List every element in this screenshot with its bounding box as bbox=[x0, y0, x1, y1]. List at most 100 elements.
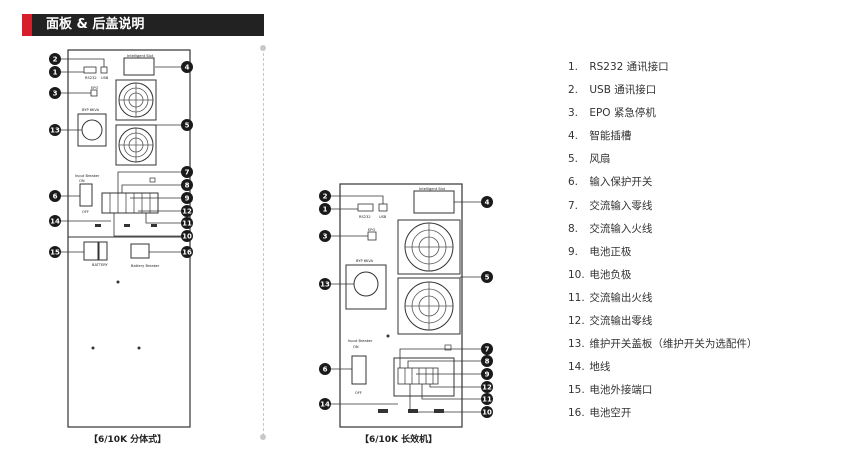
svg-text:16: 16 bbox=[182, 249, 192, 257]
left-breaker-label: Input Breaker bbox=[75, 174, 100, 178]
left-marker-5 bbox=[181, 119, 193, 131]
svg-text:9: 9 bbox=[485, 371, 490, 379]
right-bypass-label: BYP 6KVA bbox=[356, 259, 374, 263]
svg-text:2: 2 bbox=[53, 56, 58, 64]
right-maintenance-cover bbox=[345, 264, 387, 310]
section-title-bar: 面板 & 后盖说明 bbox=[22, 14, 264, 36]
right-marker-9 bbox=[481, 368, 493, 380]
svg-text:7: 7 bbox=[485, 346, 490, 354]
left-fan-top bbox=[115, 79, 157, 121]
left-intelligent-slot bbox=[123, 57, 155, 76]
svg-text:3: 3 bbox=[323, 233, 328, 241]
svg-text:6: 6 bbox=[53, 193, 58, 201]
svg-text:6: 6 bbox=[323, 366, 328, 374]
svg-text:13: 13 bbox=[320, 281, 330, 289]
svg-text:10: 10 bbox=[182, 233, 192, 241]
legend-item: 3. EPO 紧急停机 bbox=[568, 107, 656, 120]
left-rs232-label: RS232 bbox=[85, 76, 97, 80]
legend-item: 1. RS232 通讯接口 bbox=[568, 61, 669, 73]
right-rs232-port bbox=[357, 203, 374, 212]
right-breaker-off: OFF bbox=[355, 391, 362, 395]
left-breaker-on: ON bbox=[79, 179, 85, 183]
right-marker-13 bbox=[319, 278, 331, 290]
right-rear-panel: Intelligent Slot RS232 USB EPO BYP 6KVA bbox=[319, 183, 493, 428]
svg-text:13: 13 bbox=[50, 127, 60, 135]
left-markers: 2 1 3 4 5 13 6 7 8 9 12 11 10 14 15 16 bbox=[49, 53, 193, 258]
left-rear-panel: Intelligent Slot RS232 USB EPO BYP 6KVA bbox=[49, 49, 193, 428]
left-battery-breaker bbox=[130, 243, 150, 259]
divider-dot-top bbox=[260, 45, 266, 51]
left-battery-port-label: BATTERY bbox=[92, 263, 109, 267]
left-marker-10 bbox=[181, 230, 193, 242]
right-breaker-label: Input Breaker bbox=[348, 339, 373, 343]
left-marker-14 bbox=[49, 215, 61, 227]
svg-text:8: 8 bbox=[185, 182, 190, 190]
svg-text:7: 7 bbox=[185, 169, 190, 177]
legend-item: 8. 交流输入火线 bbox=[568, 222, 653, 235]
left-marker-12 bbox=[181, 205, 193, 217]
right-marker-6 bbox=[319, 363, 331, 375]
svg-text:12: 12 bbox=[482, 384, 492, 392]
svg-text:3: 3 bbox=[53, 90, 58, 98]
svg-text:14: 14 bbox=[50, 218, 60, 226]
left-marker-13 bbox=[49, 124, 61, 136]
left-usb-label: USB bbox=[101, 76, 109, 80]
legend-item: 4. 智能插槽 bbox=[568, 130, 632, 143]
svg-text:14: 14 bbox=[320, 401, 330, 409]
svg-text:5: 5 bbox=[185, 122, 190, 130]
legend-item: 16. 电池空开 bbox=[568, 407, 632, 420]
caption-right-model: 【6/10K 长效机】 bbox=[360, 435, 438, 445]
svg-text:15: 15 bbox=[50, 249, 60, 257]
right-rs232-label: RS232 bbox=[359, 215, 371, 219]
left-terminal-block bbox=[101, 192, 159, 214]
svg-text:4: 4 bbox=[185, 64, 190, 72]
left-rs232-port bbox=[83, 66, 97, 74]
legend-item: 12. 交流输出零线 bbox=[568, 315, 653, 328]
right-slot-label: Intelligent Slot bbox=[419, 187, 446, 191]
left-breaker-off: OFF bbox=[82, 210, 89, 214]
right-epo-label: EPO bbox=[368, 228, 375, 232]
legend-item: 6. 输入保护开关 bbox=[568, 176, 653, 189]
legend-item: 11. 交流输出火线 bbox=[568, 291, 653, 304]
svg-text:5: 5 bbox=[485, 274, 490, 282]
svg-text:1: 1 bbox=[323, 206, 328, 214]
left-marker-7 bbox=[181, 166, 193, 178]
right-marker-12 bbox=[481, 381, 493, 393]
left-slot-label: Intelligent Slot bbox=[127, 54, 154, 58]
right-marker-8 bbox=[481, 355, 493, 367]
right-panel-outline bbox=[339, 183, 463, 428]
legend-item: 14. 地线 bbox=[568, 361, 611, 374]
legend-item: 2. USB 通讯接口 bbox=[568, 84, 657, 97]
divider-dot-bottom bbox=[260, 434, 266, 440]
right-usb-label: USB bbox=[379, 215, 387, 219]
right-marker-2 bbox=[319, 190, 331, 202]
right-fan-top bbox=[397, 219, 461, 275]
left-marker-1 bbox=[49, 66, 61, 78]
svg-text:4: 4 bbox=[485, 199, 490, 207]
svg-text:8: 8 bbox=[485, 358, 490, 366]
right-marker-3 bbox=[319, 230, 331, 242]
right-marker-11 bbox=[481, 393, 493, 405]
right-marker-1 bbox=[319, 203, 331, 215]
section-title: 面板 & 后盖说明 bbox=[46, 17, 145, 32]
svg-text:12: 12 bbox=[182, 208, 192, 216]
right-marker-10 bbox=[481, 406, 493, 418]
left-marker-16 bbox=[181, 246, 193, 258]
right-fan-bottom bbox=[397, 277, 461, 335]
right-marker-14 bbox=[319, 398, 331, 410]
right-marker-7 bbox=[481, 343, 493, 355]
left-marker-15 bbox=[49, 246, 61, 258]
left-epo-label: EPO bbox=[91, 86, 98, 90]
svg-text:2: 2 bbox=[323, 193, 328, 201]
vertical-divider bbox=[263, 48, 264, 436]
left-panel-outline bbox=[67, 49, 191, 428]
left-input-breaker bbox=[79, 183, 93, 207]
left-battery-port bbox=[83, 241, 99, 261]
legend-item: 10. 电池负极 bbox=[568, 268, 632, 281]
left-marker-11 bbox=[181, 217, 193, 229]
right-input-breaker bbox=[351, 355, 367, 385]
right-breaker-on: ON bbox=[353, 345, 359, 349]
svg-text:10: 10 bbox=[482, 409, 492, 417]
left-marker-2 bbox=[49, 53, 61, 65]
